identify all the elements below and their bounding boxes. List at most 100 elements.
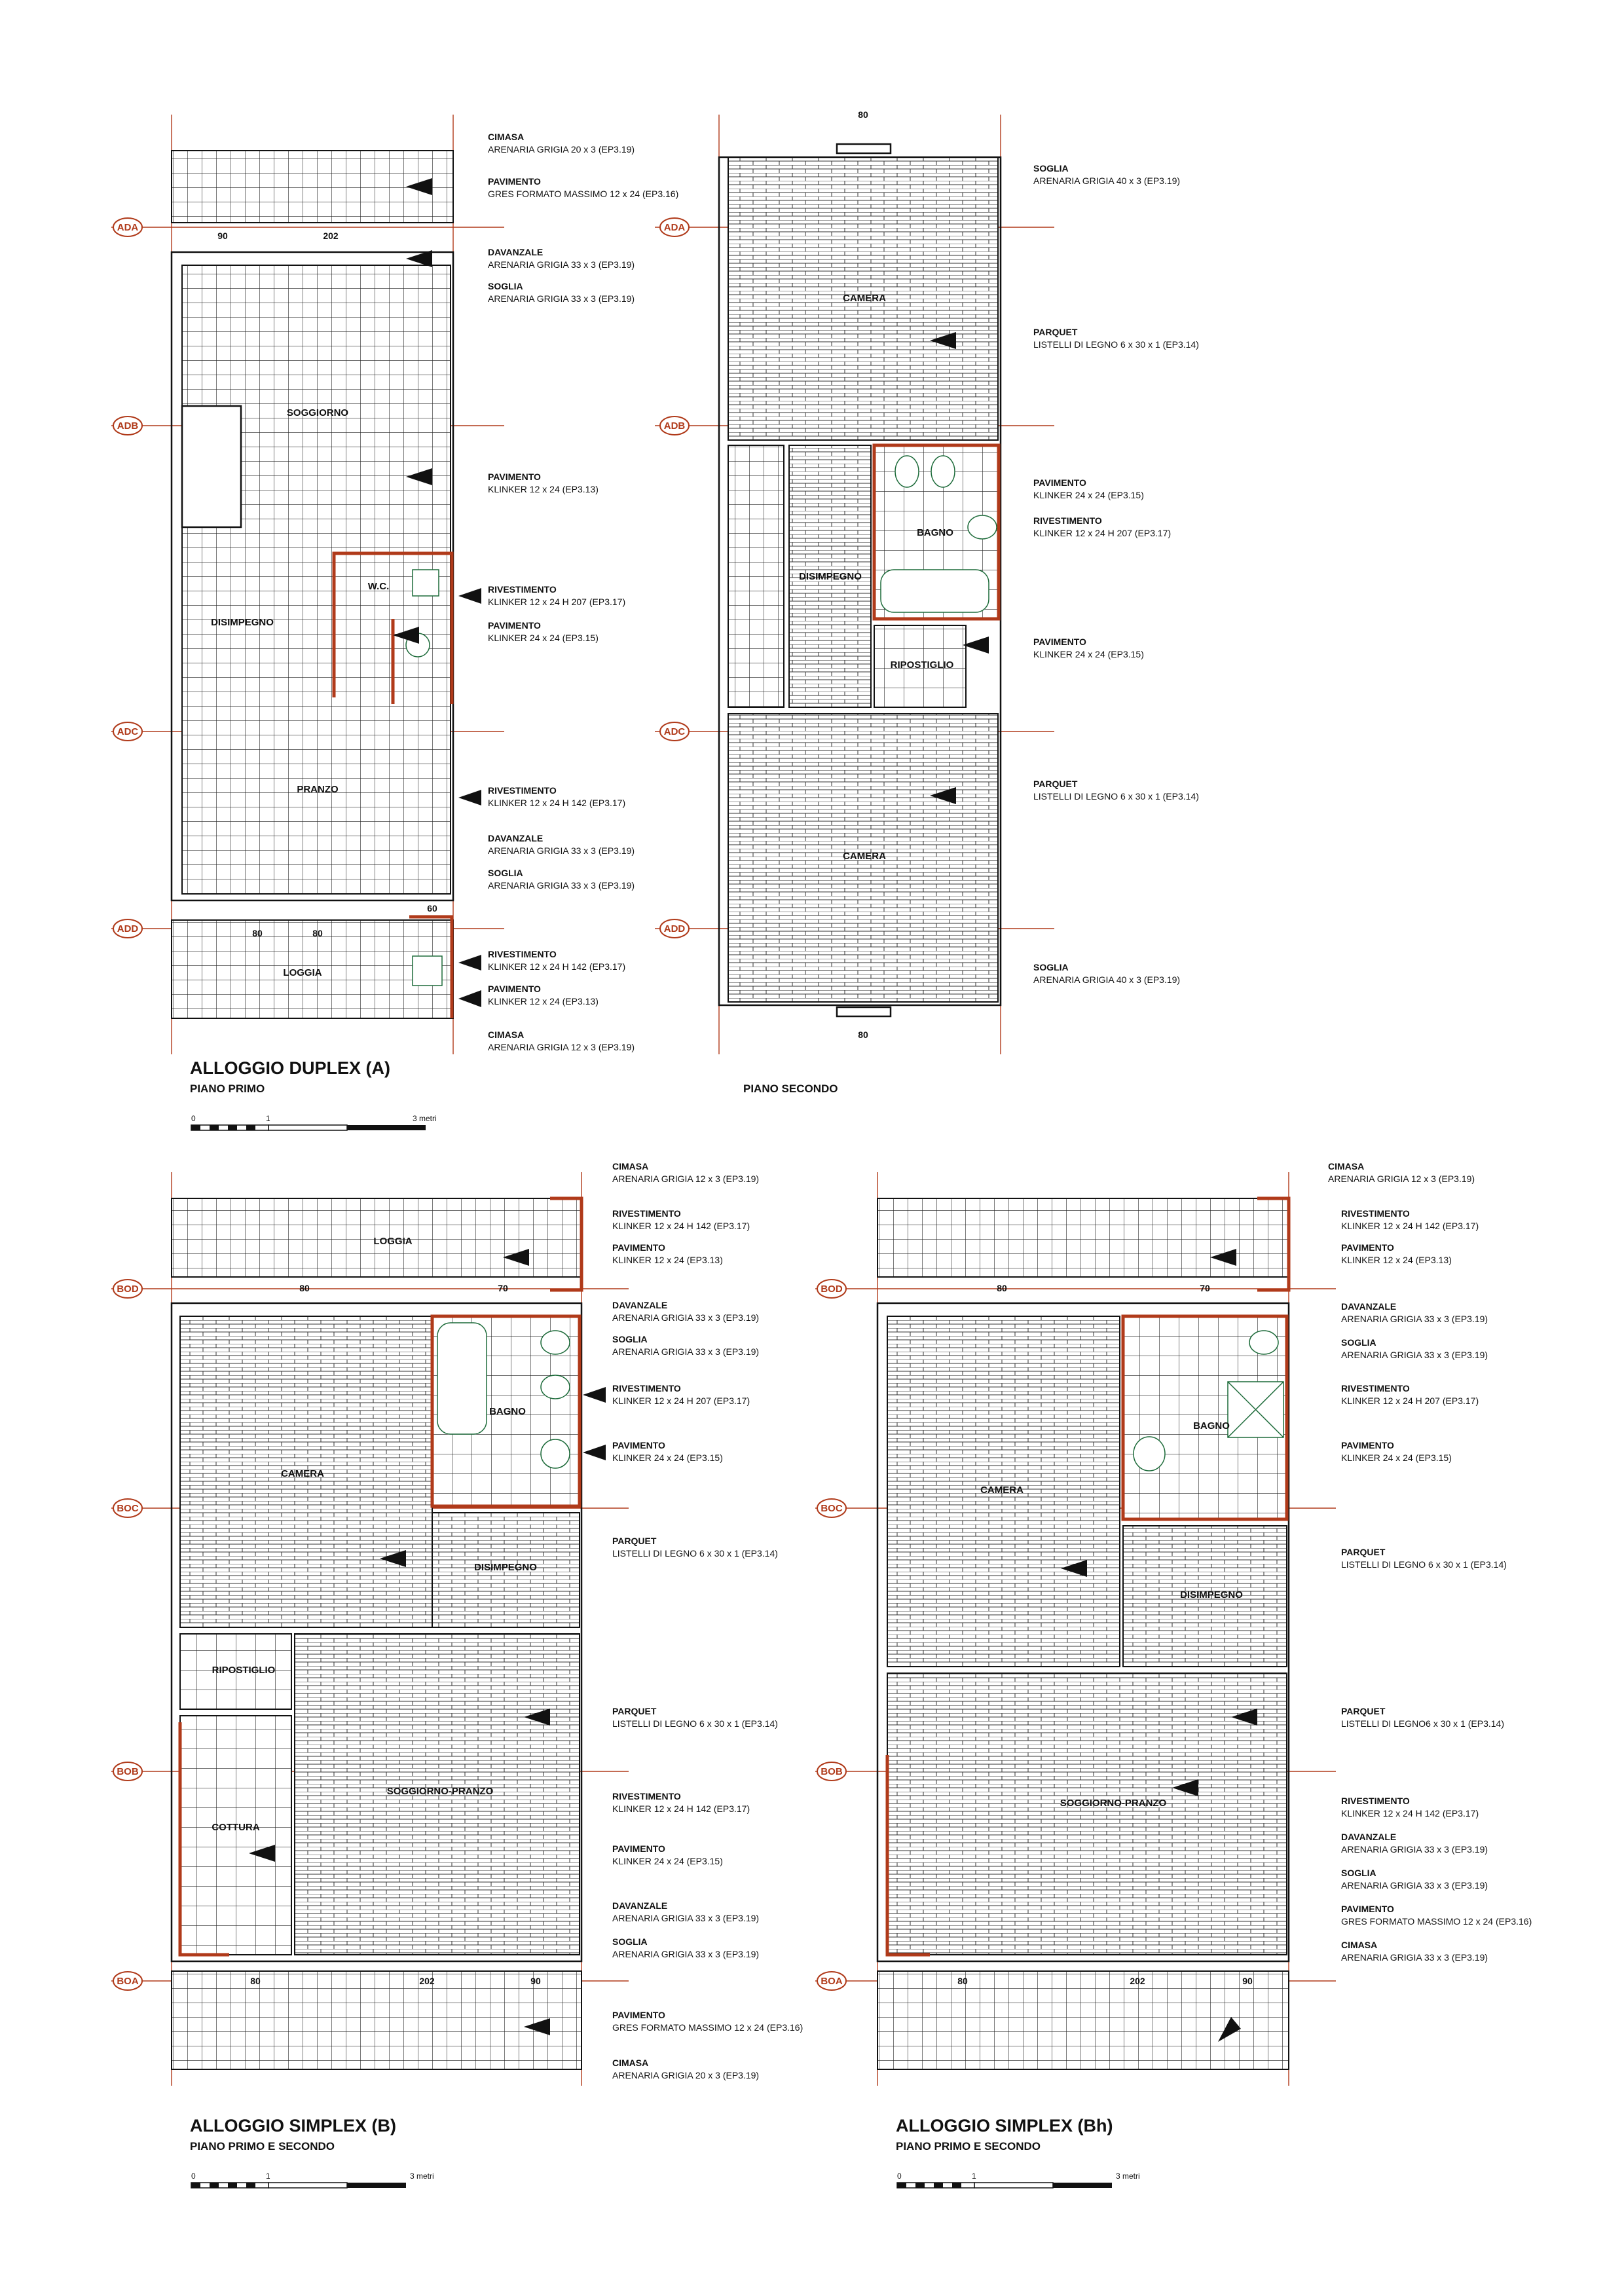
svg-text:PAVIMENTO: PAVIMENTO <box>488 984 541 994</box>
plan-duplex-a-first: ADA ADB ADC ADD SOGGIORNO W.C. DISIMPEGN… <box>111 115 678 1131</box>
shower-drain <box>1227 1381 1284 1438</box>
plan-subtitle: PIANO SECONDO <box>743 1082 838 1095</box>
note-callout: SOGLIA ARENARIA GRIGIA 33 x 3 (EP3.19) <box>1341 1868 1488 1891</box>
dimension: 70 <box>1200 1283 1210 1293</box>
balcony-bottom <box>877 1970 1289 2070</box>
axis-bubble: BOD <box>817 1279 847 1299</box>
wc-fixture <box>540 1330 570 1355</box>
loggia-wall <box>409 915 454 1018</box>
dimension: 202 <box>323 231 339 241</box>
svg-text:KLINKER 12 x 24 H 207 (EP3.17): KLINKER 12 x 24 H 207 (EP3.17) <box>612 1396 750 1406</box>
svg-text:PAVIMENTO: PAVIMENTO <box>1341 1440 1394 1451</box>
svg-text:KLINKER 24 x 24 (EP3.15): KLINKER 24 x 24 (EP3.15) <box>612 1856 723 1866</box>
wc-fixture <box>895 455 919 488</box>
svg-text:ARENARIA GRIGIA 40 x 3 (EP3.19: ARENARIA GRIGIA 40 x 3 (EP3.19) <box>1033 176 1180 186</box>
svg-text:ADD: ADD <box>664 923 686 934</box>
svg-text:ADB: ADB <box>117 420 139 432</box>
scale-bar: 0 1 3 metri <box>191 2172 434 2189</box>
cottura-floor <box>179 1715 292 1955</box>
room-label: COTTURA <box>212 1822 259 1833</box>
sink-fixture <box>540 1439 570 1469</box>
cottura-wall <box>178 1722 229 1957</box>
room-label: BAGNO <box>1193 1420 1230 1432</box>
svg-text:ARENARIA GRIGIA 33 x 3 (EP3.19: ARENARIA GRIGIA 33 x 3 (EP3.19) <box>1341 1880 1488 1891</box>
soggiorno-floor <box>181 265 451 895</box>
soggiorno-floor <box>887 1673 1287 1955</box>
stair-floor <box>728 445 784 708</box>
dimension: 90 <box>530 1976 541 1986</box>
dimension: 60 <box>427 903 437 914</box>
axis-bubble: ADC <box>113 722 143 741</box>
svg-text:CIMASA: CIMASA <box>612 2058 648 2068</box>
svg-text:SOGLIA: SOGLIA <box>1341 1337 1376 1348</box>
svg-text:ARENARIA GRIGIA 33 x 3 (EP3.19: ARENARIA GRIGIA 33 x 3 (EP3.19) <box>488 293 635 304</box>
svg-text:RIVESTIMENTO: RIVESTIMENTO <box>612 1208 681 1219</box>
svg-text:PAVIMENTO: PAVIMENTO <box>488 620 541 631</box>
svg-text:RIVESTIMENTO: RIVESTIMENTO <box>612 1383 681 1394</box>
exterior-wall <box>876 1302 1290 1963</box>
svg-text:KLINKER 12 x 24 H 207 (EP3.17): KLINKER 12 x 24 H 207 (EP3.17) <box>1341 1396 1479 1406</box>
svg-text:KLINKER 12 x 24 H 142 (EP3.17): KLINKER 12 x 24 H 142 (EP3.17) <box>1341 1808 1479 1819</box>
loggia-floor <box>877 1198 1289 1278</box>
svg-text:RIVESTIMENTO: RIVESTIMENTO <box>488 584 557 595</box>
dimension: 80 <box>299 1283 310 1293</box>
svg-text:ARENARIA GRIGIA 33 x 3 (EP3.19: ARENARIA GRIGIA 33 x 3 (EP3.19) <box>612 1346 759 1357</box>
plan-duplex-a-second: ADA ADB ADC ADD CAMERA BAGNO DISIMPEGNO … <box>655 109 1199 1095</box>
svg-text:KLINKER 12 x 24 (EP3.13): KLINKER 12 x 24 (EP3.13) <box>1341 1255 1452 1265</box>
axis-bubble: ADD <box>113 919 143 938</box>
dimension: 80 <box>312 928 323 938</box>
plan-title: ALLOGGIO DUPLEX (A) <box>190 1058 390 1078</box>
dimension: 90 <box>217 231 228 241</box>
svg-text:PARQUET: PARQUET <box>1033 327 1078 337</box>
dimension: 80 <box>858 109 868 120</box>
dimension: 202 <box>1130 1976 1145 1986</box>
svg-text:SOGLIA: SOGLIA <box>1033 163 1069 174</box>
svg-text:SOGLIA: SOGLIA <box>1341 1868 1376 1878</box>
svg-text:BOC: BOC <box>821 1503 843 1514</box>
svg-text:GRES FORMATO MASSIMO 12 x 24 (: GRES FORMATO MASSIMO 12 x 24 (EP3.16) <box>488 189 678 199</box>
svg-text:PARQUET: PARQUET <box>1033 779 1078 789</box>
svg-text:ARENARIA GRIGIA 33 x 3 (EP3.19: ARENARIA GRIGIA 33 x 3 (EP3.19) <box>1341 1350 1488 1360</box>
svg-text:1: 1 <box>972 2172 976 2181</box>
svg-text:DAVANZALE: DAVANZALE <box>612 1300 667 1310</box>
wc-walls <box>332 551 454 704</box>
loggia-wall <box>1257 1196 1291 1292</box>
svg-text:KLINKER 24 x 24 (EP3.15): KLINKER 24 x 24 (EP3.15) <box>1033 490 1144 500</box>
camera-top-floor <box>728 157 999 441</box>
plan-subtitle: PIANO PRIMO E SECONDO <box>896 2140 1041 2153</box>
svg-text:KLINKER 12 x 24 H 142 (EP3.17): KLINKER 12 x 24 H 142 (EP3.17) <box>612 1803 750 1814</box>
dimension: 80 <box>957 1976 968 1986</box>
room-label: SOGGIORNO-PRANZO <box>387 1786 494 1797</box>
bagno-walls <box>872 443 1001 621</box>
svg-text:0: 0 <box>897 2172 902 2181</box>
svg-text:PAVIMENTO: PAVIMENTO <box>488 471 541 482</box>
plan-simplex-bh: BOD BOC BOB BOA BAGNO CAMERA DISIMPEGNO … <box>815 1161 1532 2189</box>
room-label: DISIMPEGNO <box>211 617 274 628</box>
room-label: SOGGIORNO-PRANZO <box>1060 1798 1167 1809</box>
svg-text:KLINKER 12 x 24 (EP3.13): KLINKER 12 x 24 (EP3.13) <box>488 996 599 1007</box>
camera-floor <box>887 1316 1120 1667</box>
svg-text:ARENARIA GRIGIA 33 x 3 (EP3.19: ARENARIA GRIGIA 33 x 3 (EP3.19) <box>488 259 635 270</box>
room-label: PRANZO <box>297 784 339 795</box>
svg-text:SOGLIA: SOGLIA <box>1033 962 1069 972</box>
svg-text:LISTELLI DI LEGNO 6 x 30 x 1 (: LISTELLI DI LEGNO 6 x 30 x 1 (EP3.14) <box>1033 791 1199 802</box>
disimpegno-floor <box>432 1512 580 1628</box>
